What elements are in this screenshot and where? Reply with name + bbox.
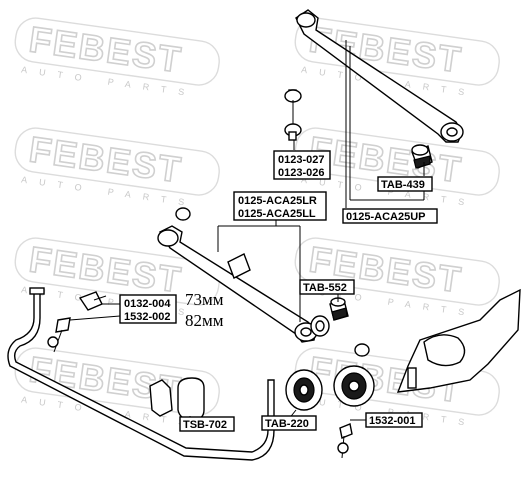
svg-text:1532-001: 1532-001 [369, 415, 416, 427]
label-link-top: 0123-027 [278, 154, 325, 166]
size-a-text: 73мм [185, 290, 224, 309]
label-upper-arm: 0125-ACA25UP [342, 208, 438, 224]
stabilizer-bushing-tsb-702-part [149, 377, 205, 421]
svg-text:TAB-552: TAB-552 [303, 282, 347, 294]
size-b-text: 82мм [185, 311, 224, 330]
bolt-1532-001-part [337, 423, 353, 459]
bushing-tab-220-part [285, 369, 323, 411]
svg-text:TAB-220: TAB-220 [265, 418, 309, 430]
label-tsb-702: TSB-702 [179, 416, 235, 432]
stabilizer-link-part [284, 89, 302, 141]
label-tab-552: TAB-552 [299, 279, 355, 295]
bushing-tab-439-part [411, 144, 433, 169]
label-link: 0123-027 0123-026 [273, 150, 331, 180]
stabilizer-bar-part [7, 287, 275, 461]
label-tab-439: TAB-439 [377, 176, 433, 192]
bolt-1532-002-part [47, 317, 71, 353]
label-bolt-a: 0132-004 [124, 298, 171, 310]
bushing-tab-552-part [329, 297, 349, 321]
knuckle-bushing-part [333, 365, 375, 407]
label-bolt-1532-001: 1532-001 [365, 412, 423, 428]
label-bolts: 0132-004 1532-002 [119, 294, 177, 324]
label-bolt-b: 1532-002 [124, 311, 171, 323]
svg-text:TSB-702: TSB-702 [183, 419, 227, 431]
small-bushing-part [354, 343, 370, 357]
knuckle-part [396, 288, 521, 393]
upper-arm-part [295, 9, 464, 143]
label-lower-arm: 0125-ACA25LR 0125-ACA25LL [233, 191, 327, 221]
label-link-bottom: 0123-026 [278, 167, 325, 179]
label-tab-220: TAB-220 [261, 415, 317, 431]
label-arm-lr: 0125-ACA25LR [238, 195, 317, 207]
svg-text:TAB-439: TAB-439 [381, 179, 425, 191]
svg-text:0125-ACA25UP: 0125-ACA25UP [346, 211, 425, 223]
lower-arm-bushing-part [310, 315, 330, 337]
label-arm-ll: 0125-ACA25LL [238, 208, 316, 220]
